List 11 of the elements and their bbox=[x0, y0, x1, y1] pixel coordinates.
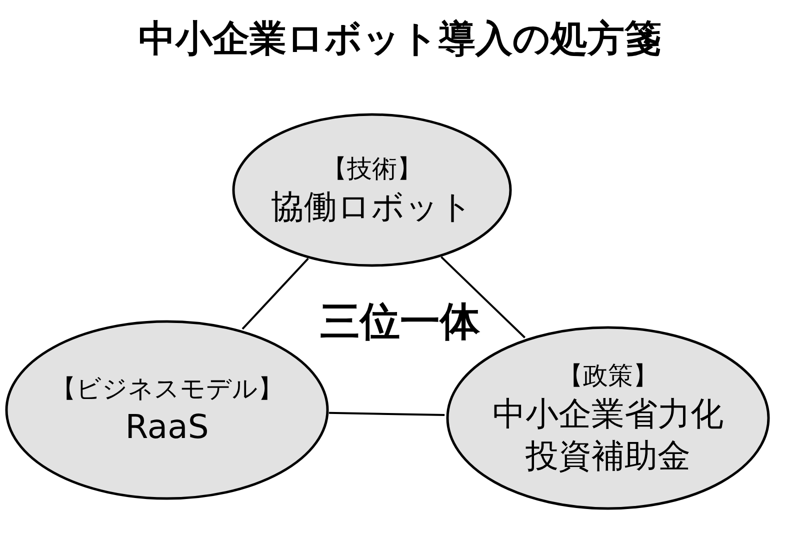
connector-line bbox=[328, 412, 445, 416]
connector-line bbox=[242, 258, 309, 330]
node-text: RaaS bbox=[124, 406, 210, 448]
node-heading: 【ビジネスモデル】 bbox=[51, 373, 283, 405]
node-text: 協働ロボット bbox=[270, 186, 474, 228]
node-heading: 【技術】 bbox=[322, 153, 422, 185]
center-label: 三位一体 bbox=[319, 298, 481, 347]
connector-line bbox=[440, 256, 526, 338]
node-text: 中小企業省力化投資補助金 bbox=[492, 393, 724, 477]
node-heading: 【政策】 bbox=[558, 360, 658, 392]
title: 中小企業ロボット導入の処方箋 bbox=[138, 16, 662, 62]
